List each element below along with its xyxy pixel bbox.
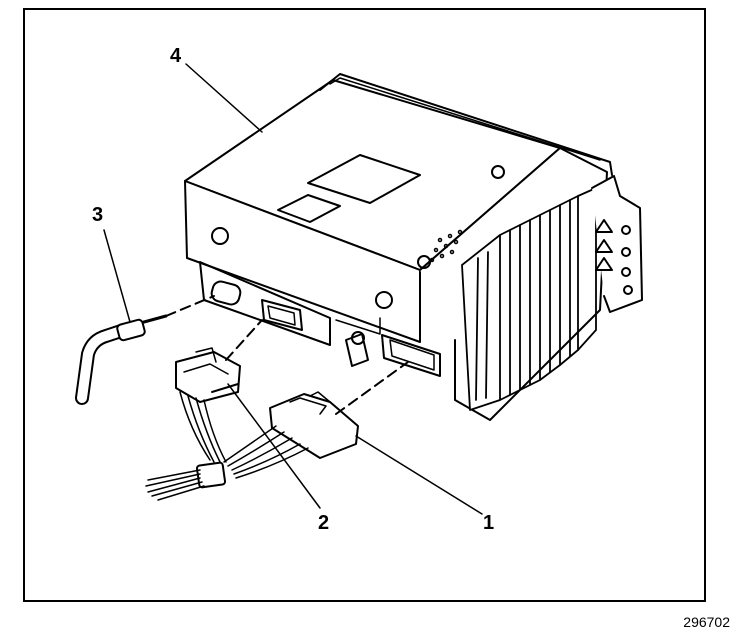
callout-2-label: 2 <box>318 512 330 534</box>
ground-stud <box>345 331 369 367</box>
antenna-jack <box>210 280 242 306</box>
leader-2 <box>227 383 321 509</box>
figure-id: 296702 <box>683 614 730 630</box>
leader-1 <box>355 435 483 515</box>
mounting-bracket <box>591 175 643 313</box>
screw-top-right <box>491 165 505 179</box>
small-harness-connector <box>175 319 263 463</box>
callout-4-label: 4 <box>170 45 182 67</box>
callout-3-label: 3 <box>92 204 104 226</box>
top-window-2 <box>277 194 341 223</box>
chassis-front-face <box>184 180 421 343</box>
leader-4 <box>185 63 263 133</box>
large-connector-socket <box>381 334 441 377</box>
chassis-top-rail <box>319 73 613 176</box>
screw-rear <box>375 291 393 309</box>
callout-1-label: 1 <box>483 512 495 534</box>
wire-bundle <box>145 461 227 501</box>
vent-holes <box>429 229 463 263</box>
front-lower-panel <box>199 261 331 346</box>
top-window-1 <box>307 154 421 204</box>
screw-side <box>417 255 431 269</box>
antenna-lead-in <box>75 295 215 405</box>
leader-3 <box>103 229 131 323</box>
screw-front <box>211 227 229 245</box>
heat-sink-fins <box>461 187 597 411</box>
radio-chassis <box>184 73 643 421</box>
small-connector-socket <box>261 299 303 331</box>
large-harness-connector <box>223 361 409 479</box>
